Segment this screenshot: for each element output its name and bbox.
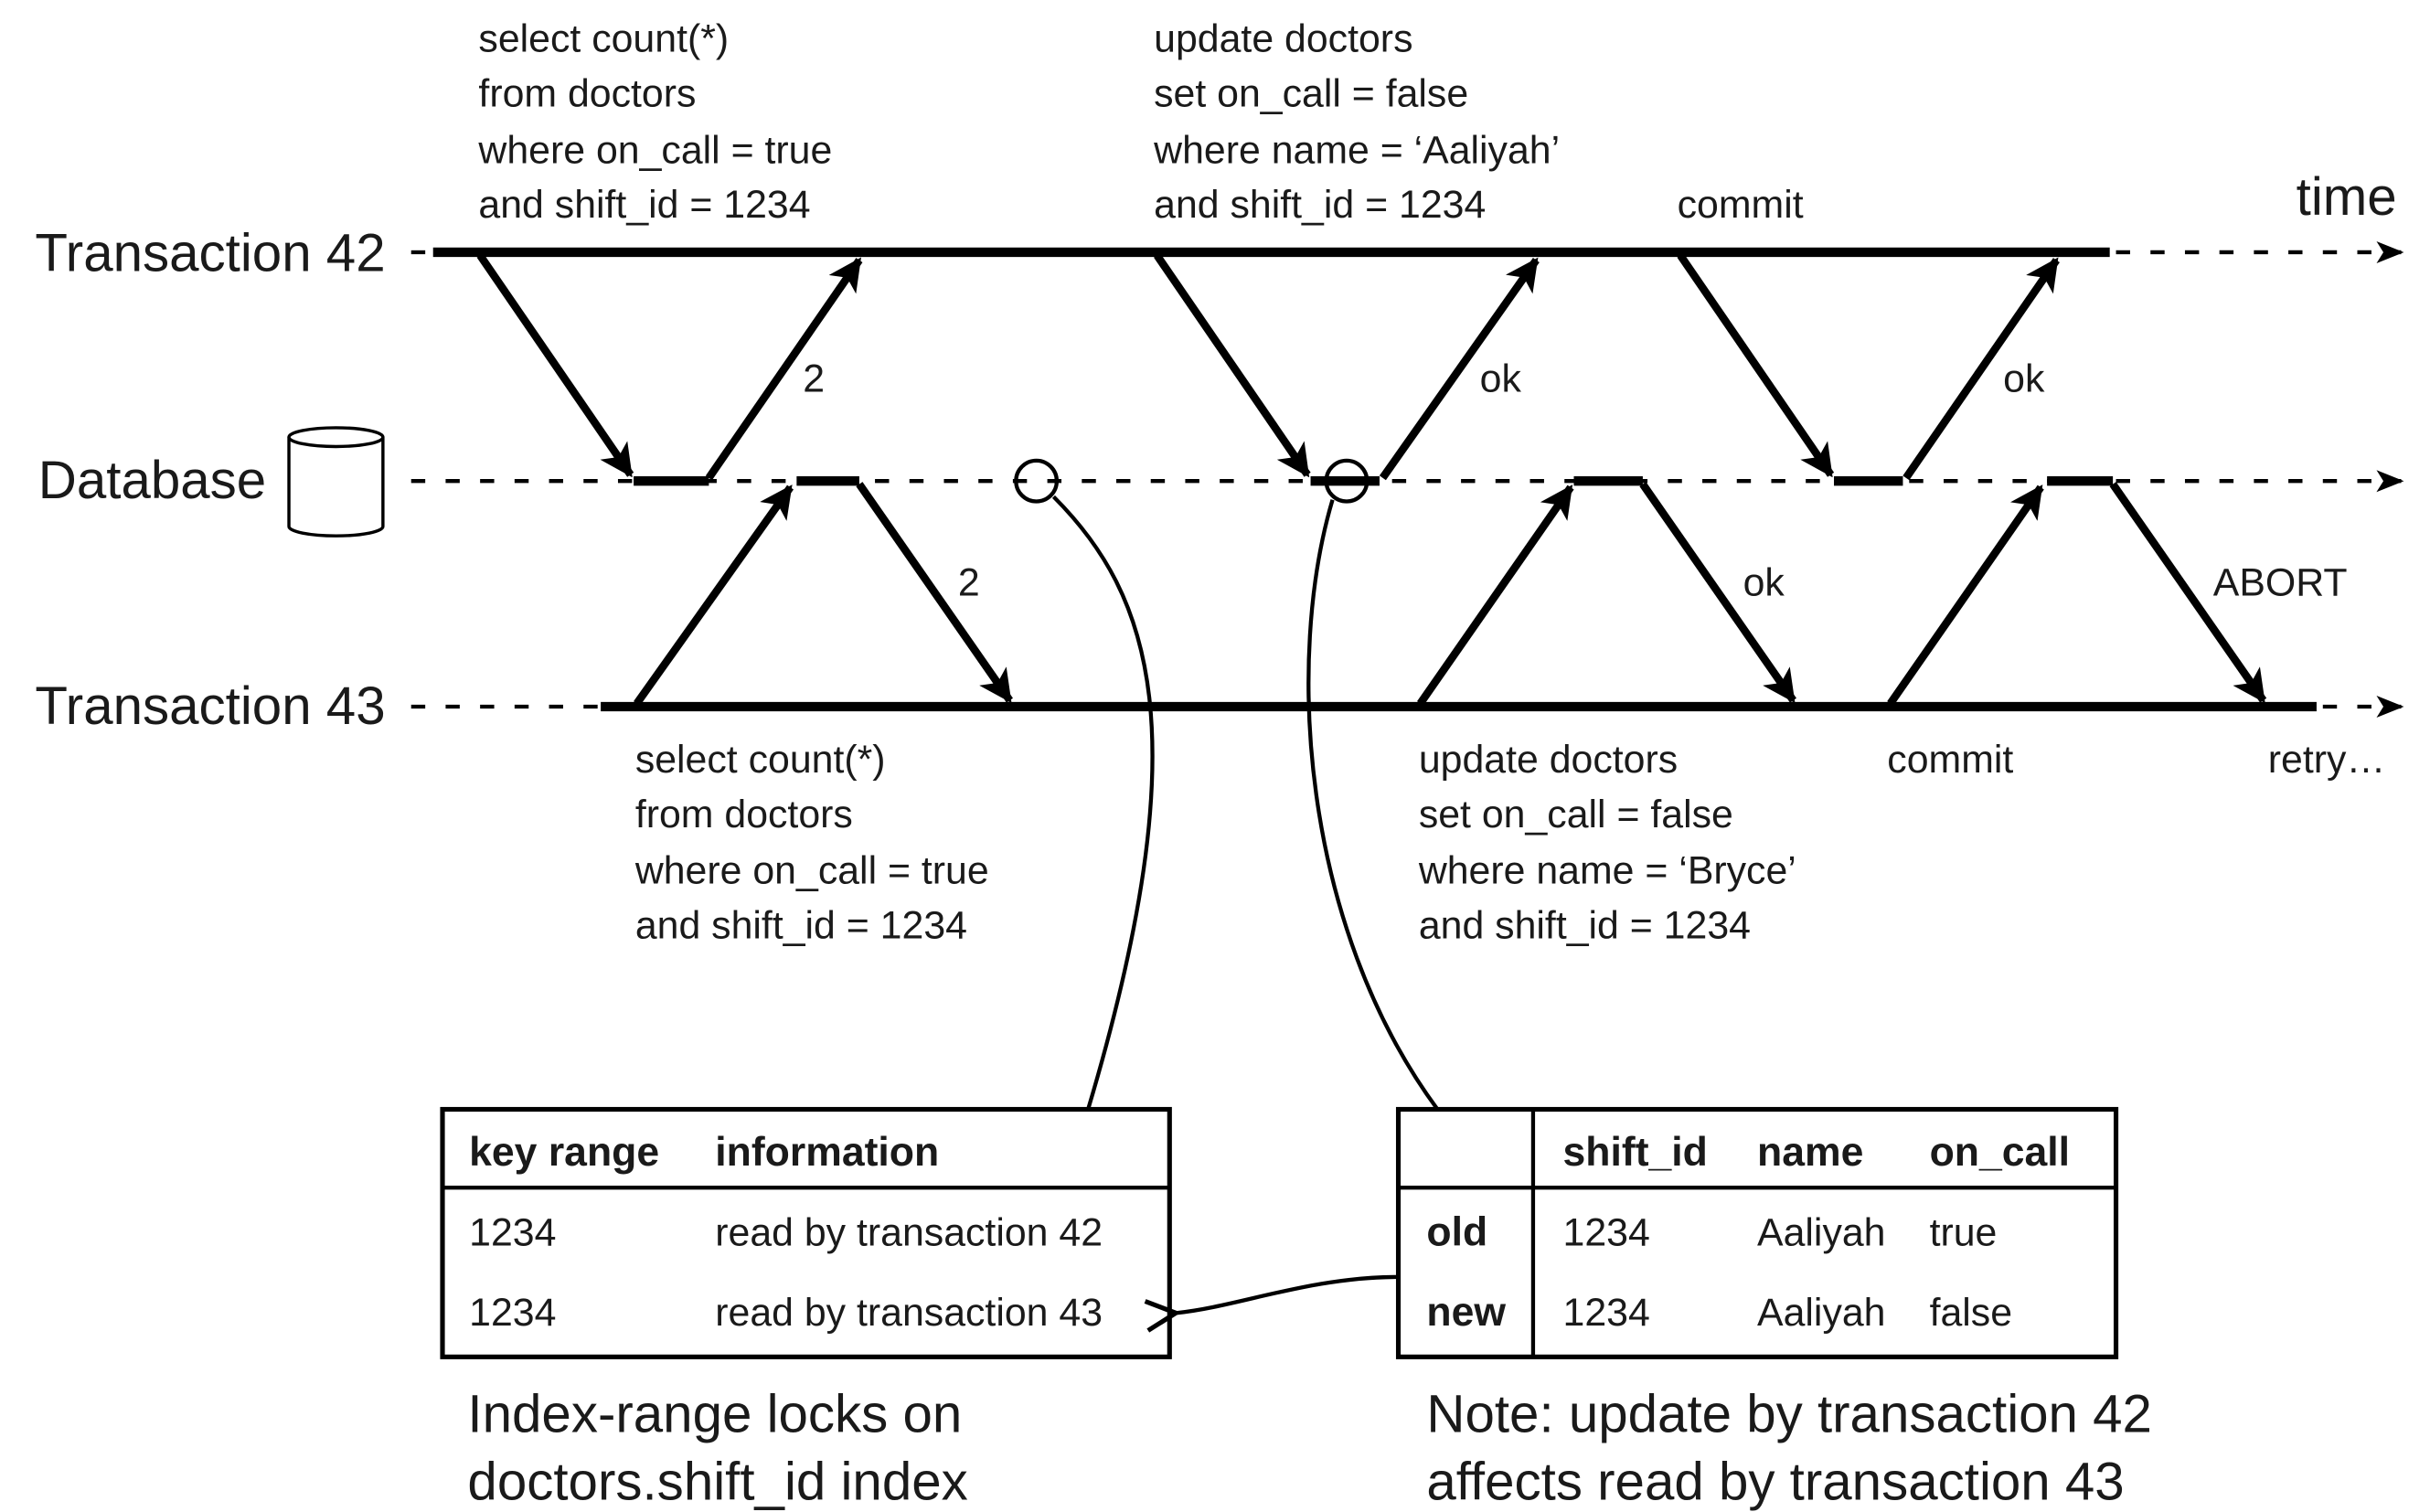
doctors-table-header-on-call: on_call xyxy=(1930,1130,2071,1175)
tx43-commit-request-arrow xyxy=(1887,484,2044,707)
database-icon xyxy=(287,426,385,538)
database-label: Database xyxy=(38,451,266,510)
doctors-table-row-new-name: Aaliyah xyxy=(1757,1291,1885,1335)
doctors-table-row-old-shift-id: 1234 xyxy=(1563,1211,1650,1255)
update-marker xyxy=(1324,458,1370,504)
tx43-select-response-arrow xyxy=(856,482,1013,704)
index-table-header-key-range: key range xyxy=(469,1130,659,1175)
tx43-update-response-arrow xyxy=(1639,482,1796,704)
index-table-row-2-info: read by transaction 43 xyxy=(715,1291,1103,1335)
tx42-select-query: select count(*) from doctors where on_ca… xyxy=(477,17,843,228)
tx43-select-response-label: 2 xyxy=(958,560,980,604)
tx42-label: Transaction 42 xyxy=(35,224,385,283)
tx42-update-request-arrow xyxy=(1154,252,1311,478)
tx43-label: Transaction 43 xyxy=(35,676,385,736)
tx42-select-response-label: 2 xyxy=(803,357,825,400)
doctors-table-row-old-name: Aaliyah xyxy=(1757,1211,1885,1255)
doctors-table-header-name: name xyxy=(1757,1130,1863,1175)
tx42-commit-request-arrow xyxy=(1677,252,1835,478)
tx42-select-response-arrow xyxy=(705,257,863,481)
tx43-retry-label: retry… xyxy=(2268,738,2386,782)
tx43-update-query: update doctors set on_call = false where… xyxy=(1418,738,1807,948)
tx42-update-query: update doctors set on_call = false where… xyxy=(1153,17,1571,228)
new-row-to-index-arrow xyxy=(1176,1274,1399,1313)
index-lock-connector xyxy=(1051,495,1155,1111)
index-table-header-information: information xyxy=(715,1130,939,1175)
doctors-table-caption: Note: update by transaction 42 affects r… xyxy=(1426,1385,2167,1512)
doctors-table-row-old-label: old xyxy=(1426,1210,1487,1255)
tx42-update-response-arrow xyxy=(1379,257,1540,481)
update-connector xyxy=(1306,499,1440,1111)
tx42-commit-label: commit xyxy=(1678,183,1804,227)
index-lock-marker xyxy=(1014,458,1060,504)
index-table-row-2-key: 1234 xyxy=(469,1291,556,1335)
doctors-table-row-new-on-call: false xyxy=(1930,1291,2012,1335)
doctors-versions-table: shift_id name on_call old 1234 Aaliyah t… xyxy=(1395,1106,2119,1359)
doctors-table-row-old-on-call: true xyxy=(1930,1211,1998,1255)
tx42-commit-response-arrow xyxy=(1902,257,2060,481)
doctors-table-row-new-shift-id: 1234 xyxy=(1563,1291,1650,1335)
time-label: time xyxy=(2297,167,2397,227)
tx42-update-response-label: ok xyxy=(1480,357,1522,400)
tx43-commit-response-arrow xyxy=(2109,482,2267,704)
tx43-select-query: select count(*) from doctors where on_ca… xyxy=(634,738,1000,948)
tx42-select-request-arrow xyxy=(476,252,634,478)
index-table-row-1-key: 1234 xyxy=(469,1211,556,1255)
index-table-caption: Index-range locks on doctors.shift_id in… xyxy=(467,1385,976,1512)
tx43-select-request-arrow xyxy=(634,484,794,707)
tx42-commit-response-label: ok xyxy=(2003,357,2045,400)
tx43-update-request-arrow xyxy=(1417,484,1574,707)
tx43-update-response-label: ok xyxy=(1743,560,1785,604)
tx43-commit-label: commit xyxy=(1887,738,2013,782)
doctors-table-header-shift-id: shift_id xyxy=(1563,1130,1708,1175)
index-table-row-1-info: read by transaction 42 xyxy=(715,1211,1103,1255)
doctors-table-row-new-label: new xyxy=(1426,1290,1506,1335)
index-range-table: key range information 1234 read by trans… xyxy=(440,1106,1172,1359)
tx43-commit-response-label: ABORT xyxy=(2213,560,2348,604)
